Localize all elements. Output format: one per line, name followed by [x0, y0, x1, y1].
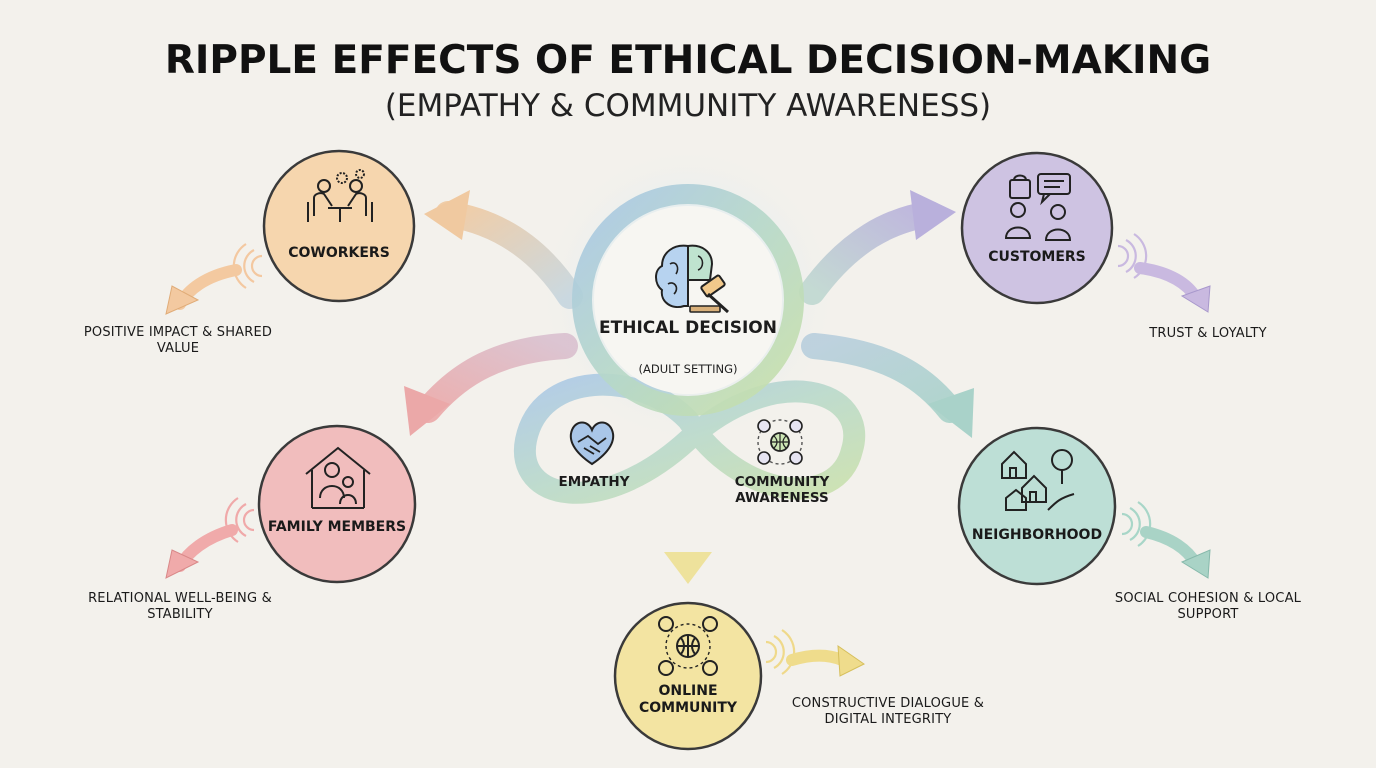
- ripple-neighborhood: [1121, 501, 1152, 547]
- online-community-label: ONLINE COMMUNITY: [638, 683, 738, 716]
- neighborhood-outcome: SOCIAL COHESION & LOCAL SUPPORT: [1114, 591, 1302, 622]
- outcome-arrow-customers: [1134, 262, 1211, 313]
- community-awareness-label: COMMUNITY AWARENESS: [734, 474, 830, 507]
- outcome-arrow-neighborhood: [1140, 526, 1211, 579]
- diagram-subtitle: (EMPATHY & COMMUNITY AWARENESS): [384, 88, 992, 124]
- node-coworkers: [262, 149, 416, 303]
- center-label: ETHICAL DECISION: [599, 318, 777, 338]
- heart-handshake-icon: [569, 421, 615, 466]
- outcome-arrow-coworkers: [165, 264, 242, 315]
- ripple-marks: [224, 233, 1152, 675]
- outcome-arrow-online: [786, 644, 865, 677]
- ripple-family: [224, 497, 255, 543]
- shopping-chat-icon: [1004, 173, 1072, 241]
- houses-tree-icon: [1001, 449, 1075, 511]
- arrow-to-coworkers: [424, 190, 583, 309]
- customers-label: CUSTOMERS: [988, 249, 1086, 265]
- family-outcome: RELATIONAL WELL-BEING & STABILITY: [88, 591, 272, 622]
- diagram-title: RIPPLE EFFECTS OF ETHICAL DECISION-MAKIN…: [164, 38, 1212, 83]
- meeting-gears-icon: [307, 169, 373, 222]
- ripple-online: [765, 629, 796, 675]
- arrow-to-customers: [799, 190, 956, 305]
- house-family-icon: [305, 446, 371, 509]
- online-outcome: CONSTRUCTIVE DIALOGUE & DIGITAL INTEGRIT…: [791, 696, 985, 727]
- coworkers-outcome: POSITIVE IMPACT & SHARED VALUE: [83, 325, 273, 356]
- neighborhood-label: NEIGHBORHOOD: [971, 527, 1103, 543]
- center-sublabel: (ADULT SETTING): [638, 362, 738, 376]
- network-globe-icon: [757, 419, 803, 465]
- customers-outcome: TRUST & LOYALTY: [1149, 326, 1267, 341]
- coworkers-label: COWORKERS: [288, 245, 390, 261]
- outcome-arrow-family: [165, 524, 238, 579]
- node-online: [613, 601, 763, 751]
- arrow-to-family: [404, 333, 578, 436]
- brain-gavel-icon: [655, 244, 730, 314]
- network-globe-icon-online: [658, 616, 718, 676]
- empathy-label: EMPATHY: [558, 474, 630, 490]
- node-family: [257, 424, 417, 584]
- node-neighborhood: [957, 426, 1117, 586]
- arrow-to-online: [664, 484, 712, 584]
- family-members-label: FAMILY MEMBERS: [267, 519, 407, 535]
- ripple-customers: [1117, 233, 1148, 279]
- arrow-to-neighborhood: [801, 333, 974, 438]
- node-customers: [960, 151, 1114, 305]
